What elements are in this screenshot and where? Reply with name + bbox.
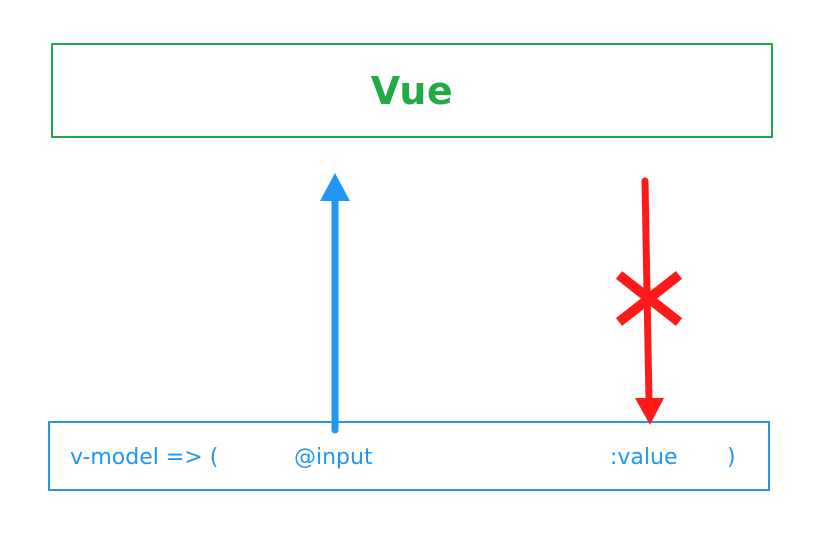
input-event-label: @input <box>294 445 373 470</box>
cross-mark-icon <box>615 271 683 326</box>
down-arrow-head <box>635 398 664 425</box>
arrow-up-icon <box>320 173 350 434</box>
v-model-label: v-model => ( <box>70 445 219 470</box>
close-paren-label: ) <box>727 445 736 470</box>
value-prop-label: :value <box>610 445 678 470</box>
v-model-box: v-model => ( @input :value ) <box>48 421 770 491</box>
vue-title: Vue <box>370 68 454 113</box>
cross-stroke-2 <box>615 271 683 326</box>
up-arrow-head <box>320 173 350 201</box>
vue-box: Vue <box>51 43 773 138</box>
